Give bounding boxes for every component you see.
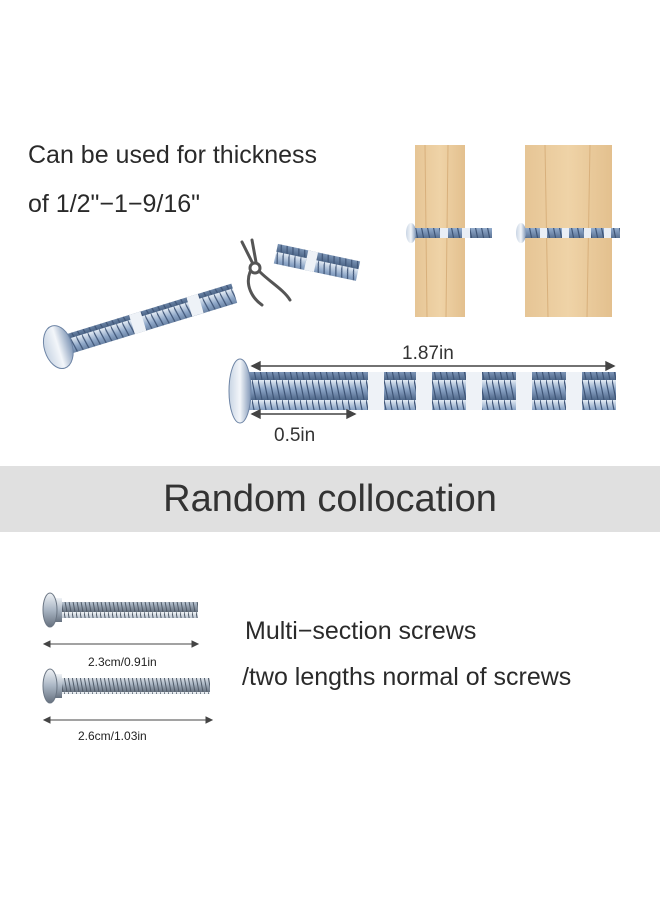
description-line1: Multi−section screws <box>245 617 477 645</box>
long-screw-arrow <box>42 716 214 724</box>
long-screw-label: 2.6cm/1.03in <box>78 729 147 743</box>
screw-icon <box>228 358 616 424</box>
short-screw-arrow <box>42 640 200 648</box>
banner <box>0 466 660 532</box>
thickness-text-line2: of 1/2"−1−9/16" <box>28 190 201 218</box>
pliers-icon <box>240 238 292 307</box>
short-screw-label: 2.3cm/0.91in <box>88 655 157 669</box>
thickness-text-line1: Can be used for thickness <box>28 141 318 169</box>
section-length-label: 0.5in <box>274 425 316 446</box>
screw-size-comparison <box>42 592 214 724</box>
section-arrow <box>250 408 357 420</box>
screw-icon <box>273 243 361 281</box>
wood-board-icon <box>516 144 620 318</box>
screw-illustration <box>42 144 620 424</box>
screw-icon <box>42 592 198 628</box>
screw-icon <box>42 283 238 369</box>
length-arrow <box>250 360 616 372</box>
description-line2: /two lengths normal of screws <box>242 663 572 691</box>
long-length-label: 1.87in <box>402 343 454 364</box>
screw-icon <box>42 668 210 704</box>
banner-title: Random collocation <box>163 478 497 520</box>
wood-board-icon <box>406 144 492 318</box>
